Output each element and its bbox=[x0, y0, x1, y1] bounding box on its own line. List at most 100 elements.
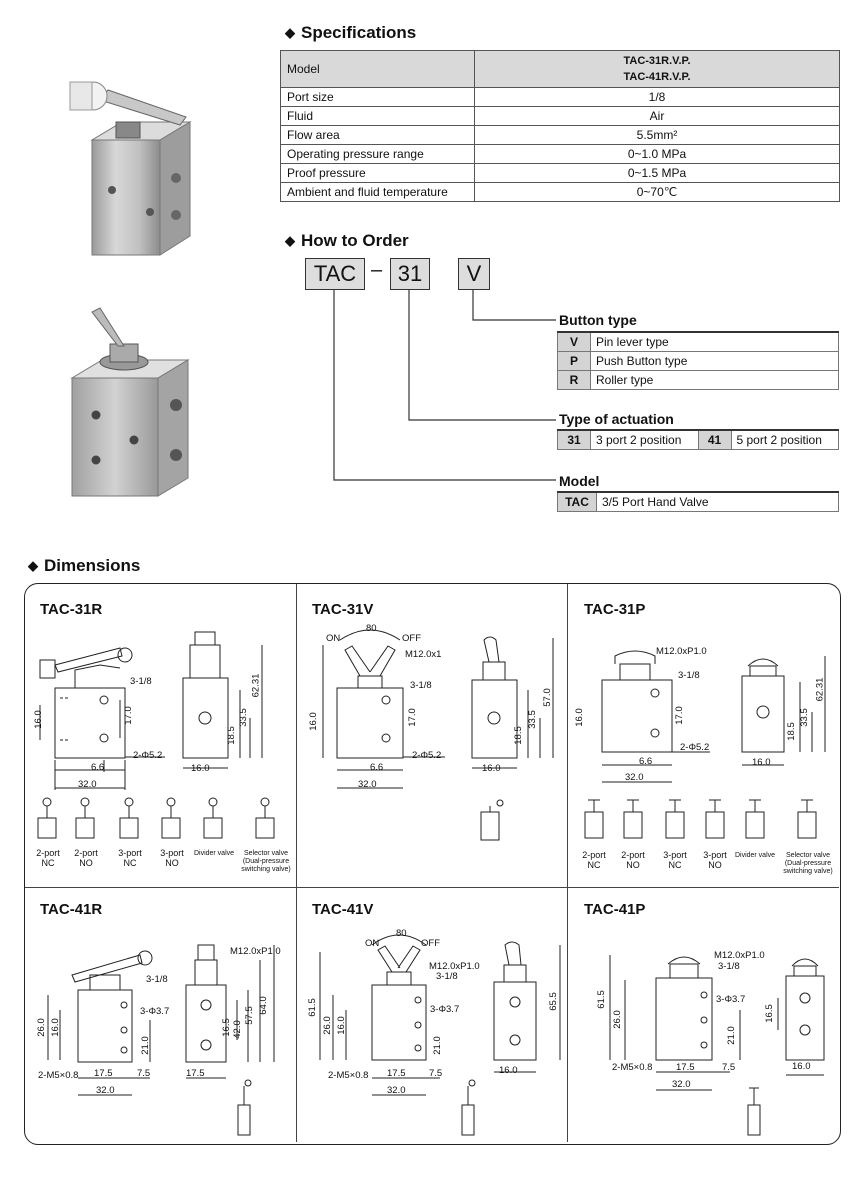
thread-label: M12.0xP1.0 bbox=[429, 961, 480, 972]
specifications-heading: ◆Specifications bbox=[285, 23, 416, 43]
diamond-bullet-icon: ◆ bbox=[28, 558, 38, 573]
m5-label: 2-M5×0.8 bbox=[612, 1062, 653, 1073]
dim-label: 32.0 bbox=[358, 779, 377, 790]
how-to-order-heading: ◆ How to Order bbox=[285, 231, 409, 251]
symbol-label: Divider valve bbox=[734, 852, 776, 859]
dim-label: 16.0 bbox=[32, 710, 44, 729]
panel-title-tac31p: TAC-31P bbox=[584, 601, 646, 618]
dimensions-frame bbox=[24, 583, 841, 1145]
panel-title-tac31r: TAC-31R bbox=[40, 601, 103, 618]
dim-label: 32.0 bbox=[78, 779, 97, 790]
row-label: Fluid bbox=[280, 106, 475, 126]
desc-cell: 3 port 2 position bbox=[590, 429, 699, 450]
diamond-bullet-icon: ◆ bbox=[285, 233, 295, 248]
dim-label: 16.0 bbox=[191, 763, 210, 774]
dim-label: 42.0 bbox=[231, 1020, 243, 1039]
code-cell: TAC bbox=[557, 491, 597, 512]
dimensions-title: Dimensions bbox=[44, 556, 141, 575]
thread-label: M12.0xP1.0 bbox=[656, 646, 707, 657]
order-connector-lines bbox=[333, 290, 556, 481]
dim-label: 6.6 bbox=[370, 762, 384, 773]
dim-label: 21.0 bbox=[139, 1036, 151, 1055]
dim-label: 64.0 bbox=[257, 996, 269, 1015]
row-value: 0~1.5 MPa bbox=[474, 163, 840, 183]
dim-label: 16.5 bbox=[763, 1004, 775, 1023]
symbol-label: Divider valve bbox=[193, 850, 235, 857]
code-cell: 41 bbox=[697, 429, 732, 450]
row-label: Ambient and fluid temperature bbox=[280, 182, 475, 202]
order-code-button: V bbox=[458, 258, 490, 290]
dim-label: 32.0 bbox=[96, 1085, 115, 1096]
on-label: ON bbox=[326, 633, 341, 644]
symbol-label: 3-port NO bbox=[703, 850, 727, 870]
dim-label: 16.5 bbox=[220, 1018, 232, 1037]
column-divider bbox=[296, 584, 297, 1142]
tac31v-front-view bbox=[322, 629, 445, 789]
m5-label: 2-M5×0.8 bbox=[38, 1070, 79, 1081]
dim-label: 7.5 bbox=[722, 1062, 736, 1073]
port-label: 3-1/8 bbox=[410, 680, 432, 691]
model-name: TAC-31R.V.P. bbox=[623, 55, 691, 67]
model-name: TAC-41R.V.P. bbox=[623, 71, 691, 83]
symbol-label: 3-port NC bbox=[663, 850, 687, 870]
port-label: 3-1/8 bbox=[678, 670, 700, 681]
dim-label: 61.5 bbox=[595, 990, 607, 1009]
valve-symbol-31v bbox=[480, 799, 504, 841]
dim-label: 17.5 bbox=[186, 1068, 205, 1079]
symbol-label: 3-port NO bbox=[160, 848, 184, 868]
tac31p-front-view bbox=[601, 650, 710, 783]
desc-cell: Roller type bbox=[590, 370, 839, 390]
tac41p-side-view bbox=[777, 958, 825, 1076]
dim-label: 57.0 bbox=[541, 688, 553, 707]
table-row: 31 3 port 2 position 41 5 port 2 positio… bbox=[557, 429, 839, 450]
dim-label: 7.5 bbox=[137, 1068, 151, 1079]
code-cell: V bbox=[557, 331, 591, 352]
dim-label: 32.0 bbox=[672, 1079, 691, 1090]
dim-label: 18.5 bbox=[512, 726, 524, 745]
panel-title-tac41v: TAC-41V bbox=[312, 901, 374, 918]
hole-label: 3-Φ3.7 bbox=[716, 994, 746, 1005]
symbol-label: Selector valve (Dual-pressure switching … bbox=[783, 852, 833, 875]
symbol-label: 2-port NC bbox=[582, 850, 606, 870]
dim-label: 26.0 bbox=[35, 1018, 47, 1037]
off-label: OFF bbox=[402, 633, 421, 644]
desc-cell: 3/5 Port Hand Valve bbox=[596, 491, 839, 512]
lever-valve-photo bbox=[70, 307, 190, 497]
symbol-label: Selector valve (Dual-pressure switching … bbox=[241, 850, 291, 873]
on-label: ON bbox=[365, 938, 380, 949]
hole-label: 2-Φ5.2 bbox=[412, 750, 442, 761]
dim-label: 61.5 bbox=[306, 998, 318, 1017]
m5-label: 2-M5×0.8 bbox=[328, 1070, 369, 1081]
tac41r-side-view bbox=[185, 944, 275, 1079]
port-label: 3-1/8 bbox=[130, 676, 152, 687]
model-label-cell: Model bbox=[280, 50, 475, 88]
hole-label: 3-Φ3.7 bbox=[430, 1004, 460, 1015]
dim-label: 18.5 bbox=[785, 722, 797, 741]
how-to-order-title: How to Order bbox=[301, 231, 409, 250]
valve-symbols-41 bbox=[237, 1079, 761, 1136]
dim-label: 17.5 bbox=[387, 1068, 406, 1079]
dim-label: 16.0 bbox=[335, 1016, 347, 1035]
dim-label: 65.5 bbox=[547, 992, 559, 1011]
button-type-title: Button type bbox=[559, 312, 637, 328]
dim-label: 32.0 bbox=[625, 772, 644, 783]
diamond-bullet-icon: ◆ bbox=[285, 25, 295, 40]
dim-label: 21.0 bbox=[431, 1036, 443, 1055]
dim-label: 16.0 bbox=[792, 1061, 811, 1072]
model-title: Model bbox=[559, 473, 600, 489]
panel-title-tac41r: TAC-41R bbox=[40, 901, 103, 918]
angle-label: 80 bbox=[396, 928, 407, 939]
valve-symbols-31r bbox=[37, 797, 275, 839]
dim-label: 16.0 bbox=[49, 1018, 61, 1037]
symbol-label: 2-port NO bbox=[621, 850, 645, 870]
symbol-label: 3-port NC bbox=[118, 848, 142, 868]
tac31r-front-view bbox=[39, 647, 165, 790]
desc-cell: 5 port 2 position bbox=[730, 429, 839, 450]
dimensions-heading: ◆ Dimensions bbox=[28, 556, 140, 576]
